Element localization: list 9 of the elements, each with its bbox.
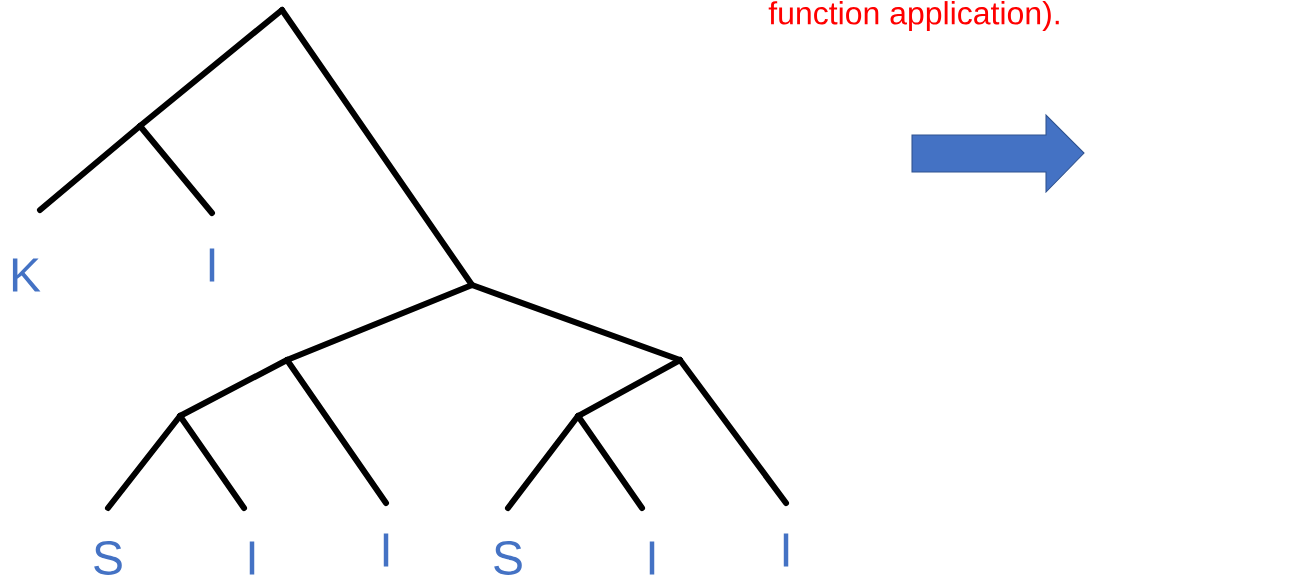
combinator-label: I — [249, 541, 255, 575]
combinator-label: K — [12, 258, 41, 292]
combinator-label: I — [783, 533, 789, 567]
combinator-label: I — [383, 533, 389, 567]
combinator-label: S — [94, 541, 122, 575]
note-text: function application). — [768, 1, 1059, 31]
combinator-label: I — [209, 248, 215, 282]
combinator-label: S — [494, 541, 522, 575]
combinator-label: I — [649, 541, 655, 575]
